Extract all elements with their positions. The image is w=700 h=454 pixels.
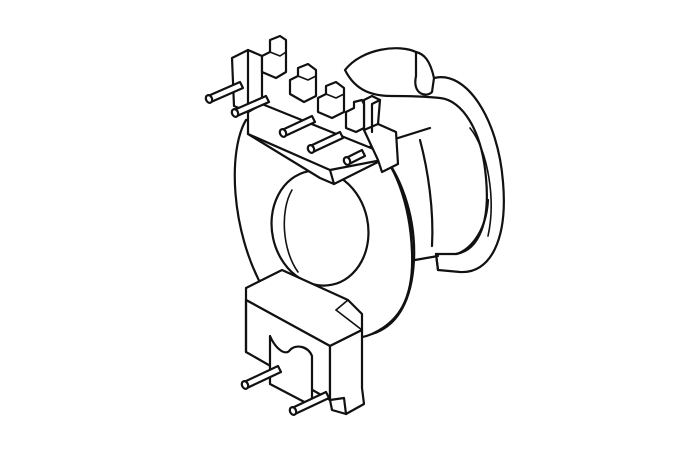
bottom-pin-1 [240, 364, 283, 390]
top-pin-1 [204, 80, 245, 104]
rear-flange [343, 47, 505, 274]
top-pin-2 [230, 94, 271, 118]
bottom-pin-2 [288, 390, 331, 416]
front-flange [233, 118, 416, 340]
top-pin-3 [278, 114, 317, 138]
bottom-pins [240, 364, 331, 416]
bottom-pin-block [244, 268, 366, 416]
top-pin-4 [306, 130, 345, 154]
top-pins [204, 80, 367, 166]
top-pin-5 [342, 148, 367, 166]
